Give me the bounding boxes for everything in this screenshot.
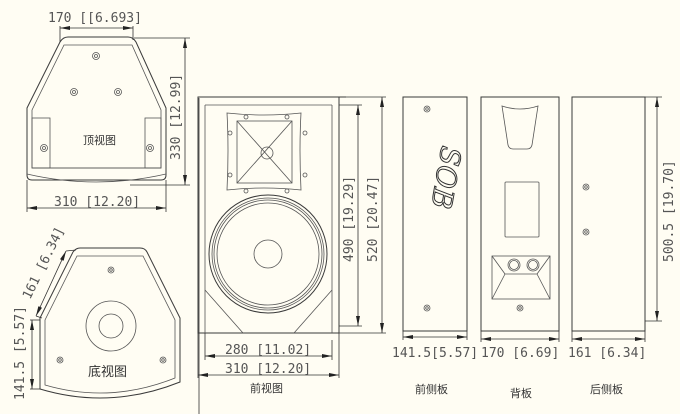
screw-icon (516, 304, 524, 312)
screw-icon (40, 144, 48, 152)
dim-front-inner-height: 490 [19.29] (342, 176, 357, 262)
dim-top-bottom-width: 310 [12.20] (54, 195, 140, 210)
dim-back-width: 170 [6.69] (481, 346, 559, 361)
dim-top-depth: 330 [12.99] (169, 74, 184, 160)
top-view-label: 顶视图 (83, 133, 116, 147)
dim-top-width: 170 [[6.693] (48, 11, 142, 26)
dim-front-inner-width: 280 [11.02] (225, 343, 311, 358)
dim-front-outer-height: 520 [20.47] (366, 176, 381, 262)
front-view-label: 前视图 (250, 381, 283, 395)
speakon-connector-icon (507, 258, 521, 272)
woofer (208, 194, 328, 314)
screw-icon (159, 356, 167, 364)
screw-icon (92, 52, 100, 60)
screw-icon (146, 144, 154, 152)
screw-icon (582, 228, 590, 236)
front-view: 前视图 280 [11.02] 310 [12.20] 490 [19.29] … (197, 96, 386, 395)
screw-icon (582, 183, 590, 191)
dim-rear-side-height: 500.5 [19.70] (662, 160, 677, 262)
dim-rear-side-width: 161 [6.34] (568, 346, 646, 361)
screw-icon (56, 356, 64, 364)
rear-side-panel: 500.5 [19.70] 161 [6.34] 后侧板 (568, 96, 677, 396)
screw-icon (114, 88, 122, 96)
speakon-connector-icon (526, 258, 540, 272)
top-view: 顶视图 170 [[6.693] 330 [12.99] 310 [12.20] (26, 11, 200, 414)
horn-tweeter (226, 112, 308, 194)
screw-icon (423, 105, 431, 113)
dim-bottom-straight: 141.5 [5.57] (13, 306, 28, 400)
screw-icon (423, 304, 431, 312)
handle-cutout (501, 105, 539, 150)
connector-plate (491, 255, 551, 300)
screw-icon (107, 266, 115, 274)
back-panel-label: 背板 (510, 386, 532, 400)
front-side-panel-label: 前侧板 (415, 382, 448, 396)
front-side-panel: SOB 141.5[5.57] 前侧板 (392, 96, 478, 396)
dim-front-side-width: 141.5[5.57] (392, 346, 478, 361)
input-plate (504, 181, 540, 238)
back-panel: 170 [6.69] 背板 (480, 96, 560, 400)
sob-logo: SOB (424, 144, 467, 211)
bottom-view-label: 底视图 (88, 364, 127, 380)
dim-front-outer-width: 310 [12.20] (225, 362, 311, 377)
screw-icon (70, 88, 78, 96)
bottom-view: 底视图 161 [6.34] 141.5 [5.57] (13, 225, 181, 400)
rear-side-panel-label: 后侧板 (590, 382, 623, 396)
